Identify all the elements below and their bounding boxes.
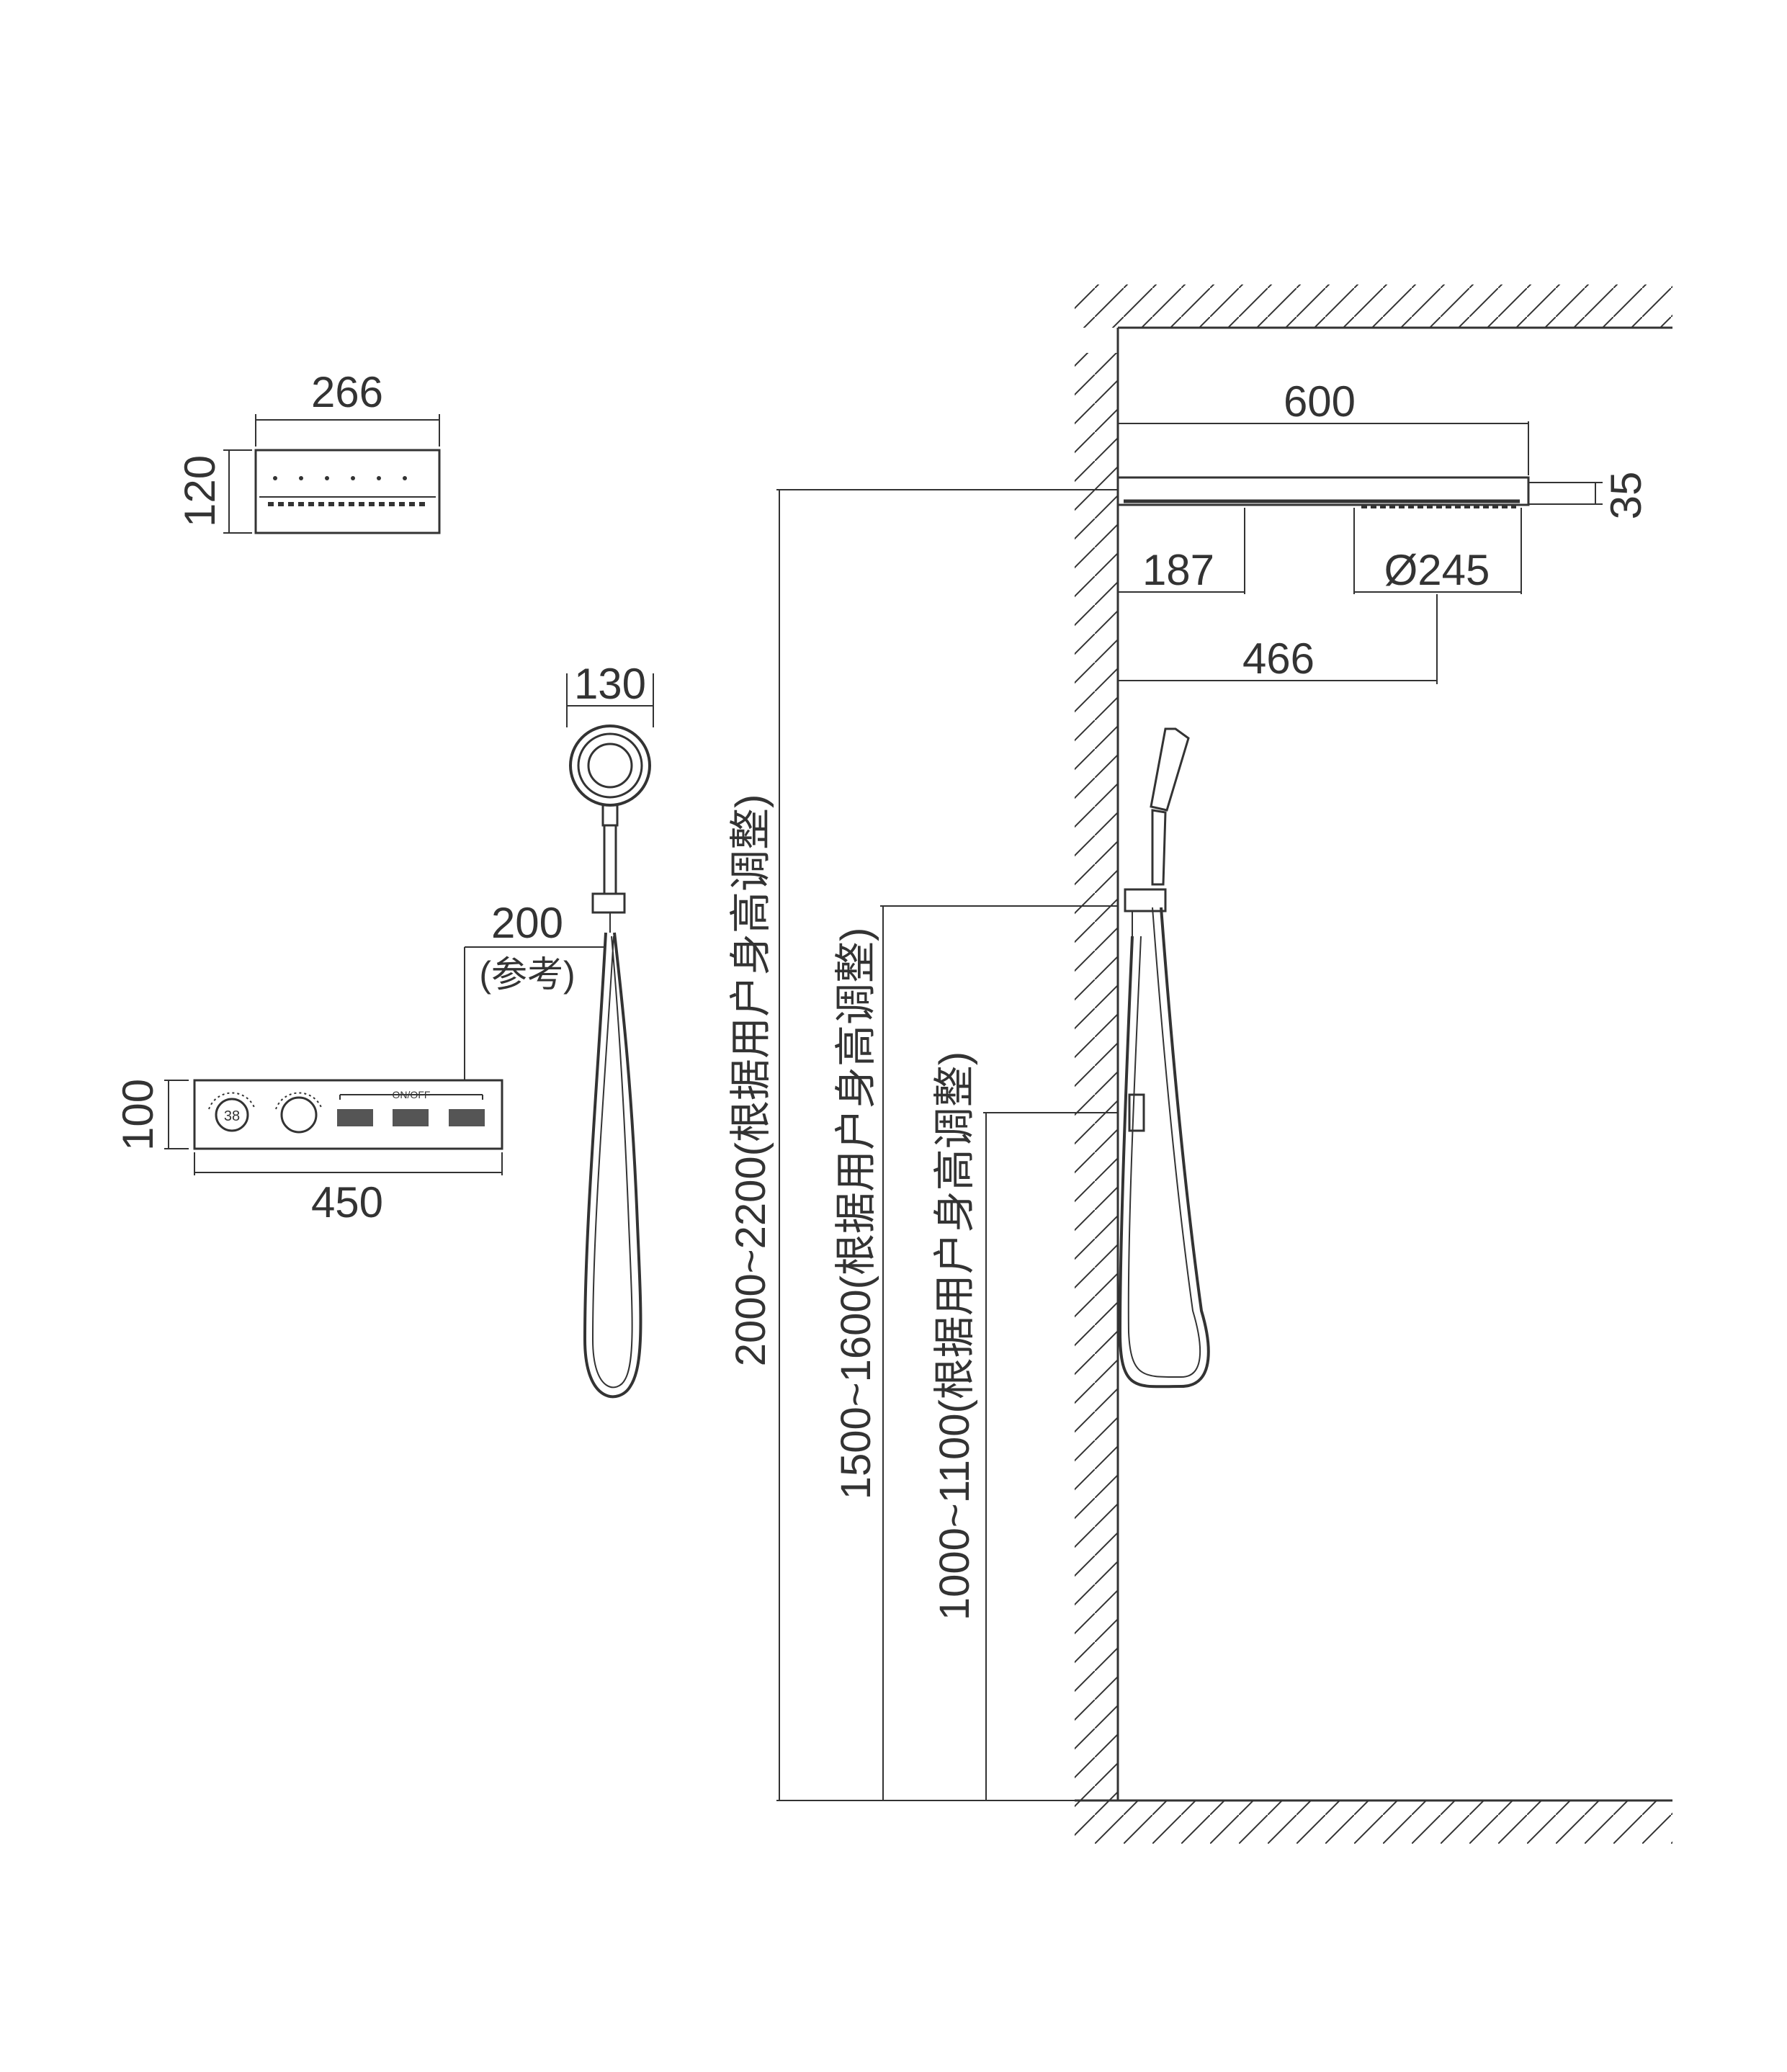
rain-head-side-body <box>1116 476 1530 506</box>
height-dimensions: 2000~2200(根据用户身高调整) 1500~1600(根据用户身高调整) … <box>727 489 1118 1801</box>
offset-187-label: 187 <box>1142 546 1214 594</box>
control-panel-body <box>193 1079 503 1150</box>
hose-200-label: 200 <box>491 899 563 947</box>
hand-shower-side-head <box>1150 727 1190 812</box>
width-266-label: 266 <box>311 368 383 416</box>
floor-hatch <box>1075 1800 1672 1844</box>
holder-bracket-front <box>591 892 626 914</box>
length-600-label: 600 <box>1284 377 1356 426</box>
hand-shower-front-view: 130 200 (参考) <box>464 660 654 1399</box>
wall-hose <box>1118 907 1210 1389</box>
hand-shower-handle <box>603 824 617 895</box>
head-130-label: 130 <box>574 660 646 708</box>
width-450-label: 450 <box>311 1178 383 1226</box>
hand-shower-head-inner <box>587 743 633 789</box>
temperature-dial <box>215 1098 249 1132</box>
holder-height-label: 1500~1600(根据用户身高调整) <box>833 928 879 1500</box>
wall-structure <box>1075 284 1672 1844</box>
rain-shower-top-view: 266 120 <box>176 368 441 534</box>
switch-label: ON/OFF <box>393 1089 431 1100</box>
height-100-label: 100 <box>114 1079 162 1151</box>
diameter-245-label: Ø245 <box>1384 546 1490 594</box>
hose-200-note: (参考) <box>479 954 575 995</box>
button-middle <box>393 1109 429 1126</box>
center-466-label: 466 <box>1242 634 1315 683</box>
rain-shower-side-view: 35 600 187 Ø245 466 <box>1116 377 1650 684</box>
hose-outlet-side <box>1128 1093 1145 1132</box>
button-right <box>449 1109 485 1126</box>
wall-hand-shower <box>1118 727 1210 1389</box>
temperature-dial-mark: 38 <box>224 1108 240 1124</box>
flow-dial <box>280 1096 318 1134</box>
thickness-35-label: 35 <box>1602 472 1650 520</box>
rain-head-top-body <box>254 449 441 534</box>
height-120-label: 120 <box>176 455 224 527</box>
front-hose <box>583 932 642 1399</box>
hand-shower-head-outer <box>569 725 651 807</box>
nozzle-dots <box>273 476 407 480</box>
holder-bracket-side <box>1124 888 1167 912</box>
control-panel: 38 ON/OFF 100 450 <box>114 1079 503 1226</box>
wall-hatch <box>1075 284 1118 1800</box>
shower-head-height-label: 2000~2200(根据用户身高调整) <box>727 794 774 1367</box>
button-left <box>337 1109 373 1126</box>
ceiling-hatch <box>1118 284 1672 328</box>
outlet-height-label: 1000~1100(根据用户身高调整) <box>931 1051 978 1620</box>
